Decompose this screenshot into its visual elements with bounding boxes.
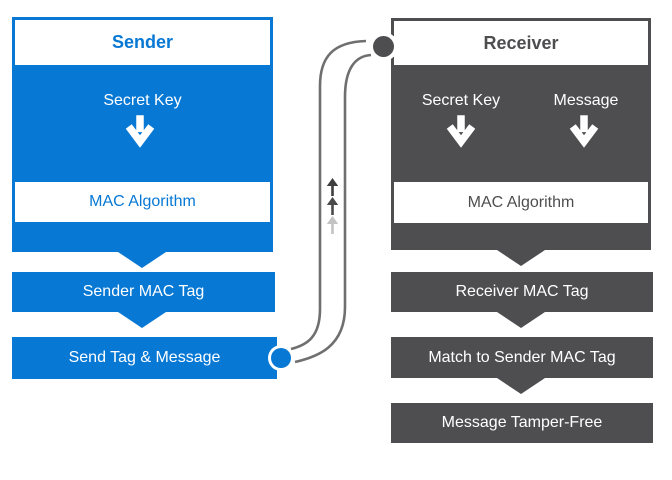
receiver-flow-pointer-1 xyxy=(497,250,545,266)
transfer-wire-inner xyxy=(294,53,372,364)
message-tamper-free-step: Message Tamper-Free xyxy=(391,403,653,443)
send-tag-message-step: Send Tag & Message xyxy=(12,337,277,379)
sender-mac-tag-step: Sender MAC Tag xyxy=(12,272,275,312)
receiver-message-label: Message xyxy=(553,92,619,109)
receiver-mac-algorithm-band: MAC Algorithm xyxy=(394,182,648,223)
receiver-title: Receiver xyxy=(483,32,559,53)
sender-transfer-dot-icon xyxy=(271,348,291,368)
sender-body: Secret Key MAC Algorithm xyxy=(12,68,273,252)
sender-mac-algorithm-band: MAC Algorithm xyxy=(15,182,270,222)
sender-header: Sender xyxy=(12,17,273,68)
sender-mac-algorithm-label: MAC Algorithm xyxy=(89,193,196,210)
receiver-mac-tag-step: Receiver MAC Tag xyxy=(391,272,653,312)
receiver-flow-pointer-3 xyxy=(497,378,545,394)
down-arrow-icon xyxy=(569,115,599,148)
receiver-flow-pointer-2 xyxy=(497,312,545,328)
up-arrow-icon xyxy=(326,178,339,196)
send-tag-message-label: Send Tag & Message xyxy=(68,349,221,366)
down-arrow-icon xyxy=(125,115,155,148)
receiver-mac-algorithm-label: MAC Algorithm xyxy=(467,193,575,211)
up-arrow-icon xyxy=(326,216,339,234)
sender-title: Sender xyxy=(111,32,174,52)
receiver-secret-key-label: Secret Key xyxy=(421,92,501,109)
message-tamper-free-label: Message Tamper-Free xyxy=(441,414,603,431)
receiver-body: Secret Key Message MAC Algorithm xyxy=(391,68,651,250)
receiver-mac-tag-label: Receiver MAC Tag xyxy=(455,283,589,300)
match-sender-mac-tag-label: Match to Sender MAC Tag xyxy=(428,348,616,366)
sender-mac-tag-label: Sender MAC Tag xyxy=(82,283,205,300)
receiver-header: Receiver xyxy=(391,18,651,68)
sender-flow-pointer-1 xyxy=(118,252,166,268)
sender-flow-pointer-2 xyxy=(118,312,166,328)
sender-secret-key-label: Secret Key xyxy=(103,92,182,109)
up-arrow-icon xyxy=(326,197,339,215)
receiver-transfer-dot-icon xyxy=(373,36,394,57)
down-arrow-icon xyxy=(446,115,476,148)
match-sender-mac-tag-step: Match to Sender MAC Tag xyxy=(391,337,653,378)
transfer-wire-outer xyxy=(290,39,367,351)
